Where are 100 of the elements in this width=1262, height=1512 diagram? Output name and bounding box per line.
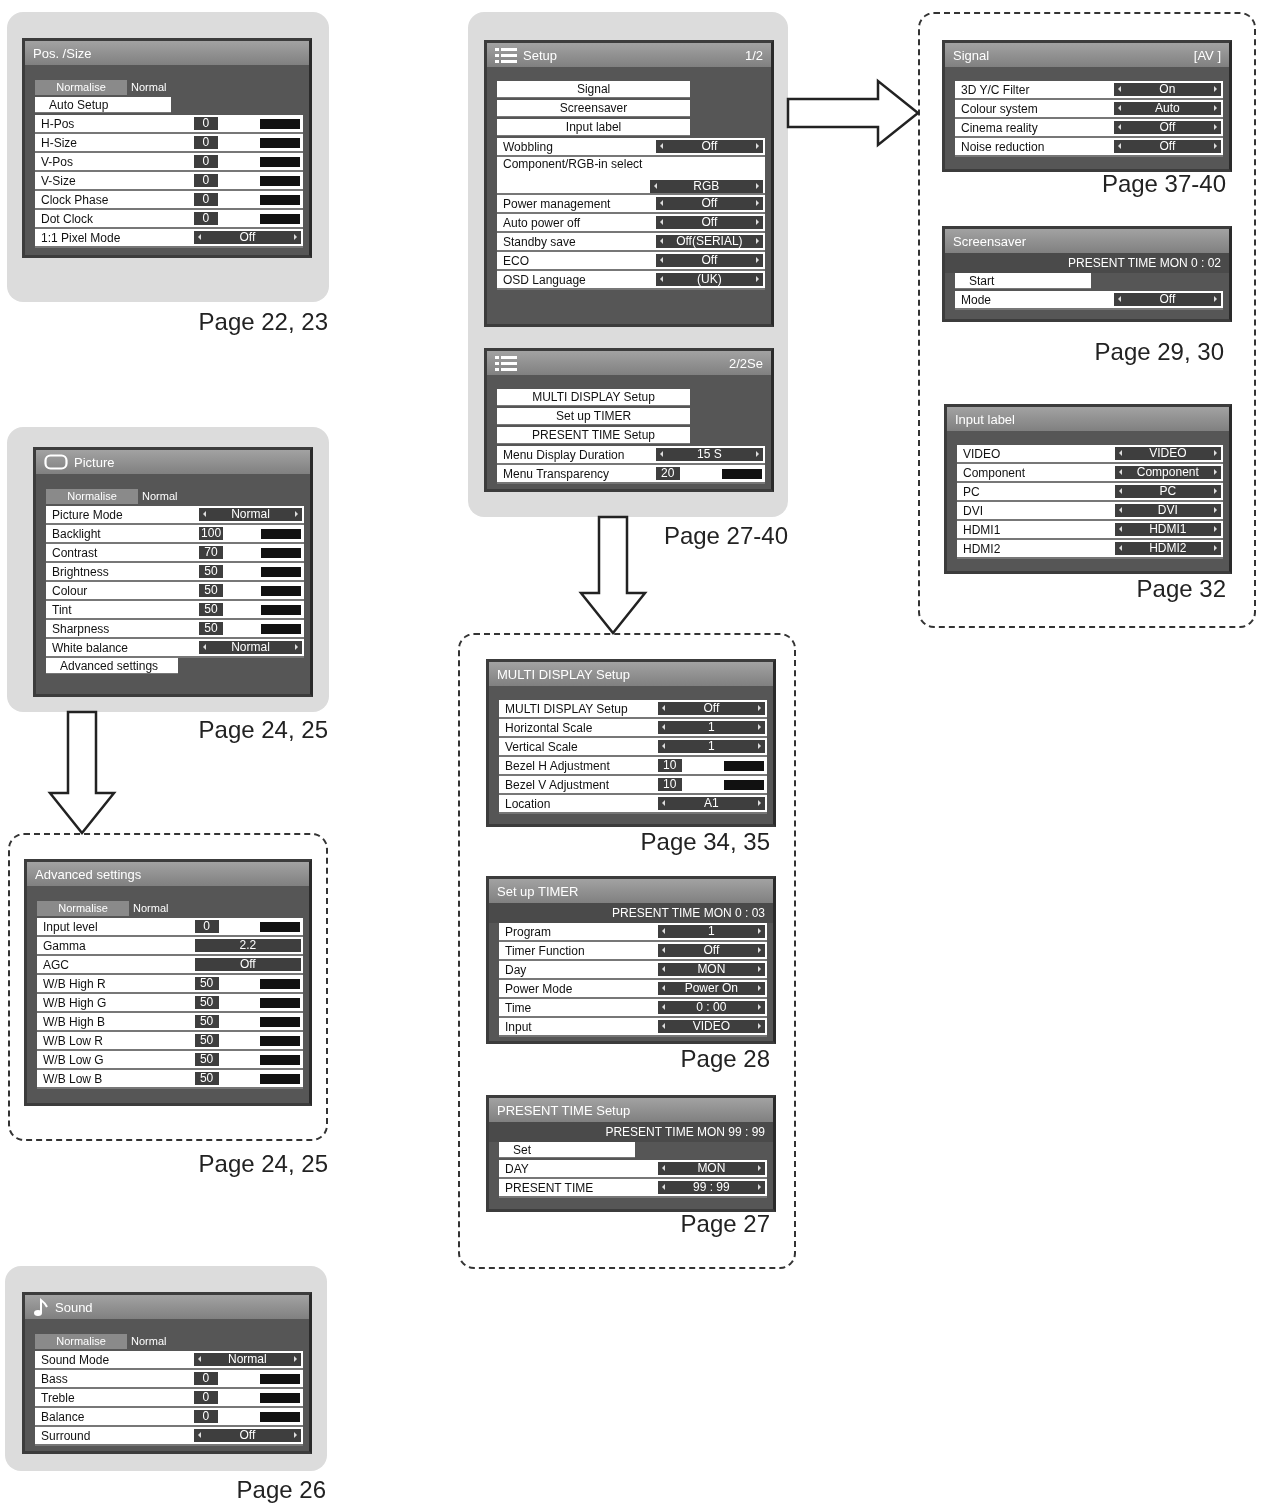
menu-item-label: W/B High R	[42, 976, 107, 991]
slider-value: 0	[194, 920, 219, 933]
menu-item-label: Location	[504, 796, 552, 811]
slider-value: 50	[199, 565, 224, 578]
menu-item-label: Menu Transparency	[502, 466, 611, 481]
slider-value: 50	[194, 1053, 219, 1066]
menu-item-label: 3D Y/C Filter	[960, 82, 1031, 97]
slider-value: 10	[657, 778, 682, 791]
menu-button: Advanced settings	[46, 658, 178, 674]
block-arrow	[47, 710, 117, 835]
slider-value: 50	[194, 1034, 219, 1047]
option-selector: Off	[655, 140, 763, 153]
option-selector: PC	[1114, 485, 1221, 498]
menu-screen	[944, 404, 1232, 574]
menu-item-label: H-Size	[40, 135, 78, 150]
option-selector: Off(SERIAL)	[655, 235, 763, 248]
menu-title: Setup	[523, 47, 557, 63]
menu-title: Set up TIMER	[497, 883, 579, 899]
menu-item-label: Brightness	[51, 564, 110, 579]
menu-item-label: Contrast	[51, 545, 99, 560]
menu-title: MULTI DISPLAY Setup	[497, 666, 630, 682]
slider-value: 50	[199, 584, 224, 597]
menu-item-label: Backlight	[51, 526, 102, 541]
option-selector: Off	[193, 1429, 301, 1442]
option-selector: VIDEO	[1114, 447, 1221, 460]
menu-title: Pos. /Size	[33, 45, 92, 61]
menu-title: Signal	[953, 47, 990, 63]
status-text: Normal	[133, 902, 169, 914]
slider-value: 50	[194, 1015, 219, 1028]
option-selector: 99 : 99	[657, 1181, 765, 1194]
page-indicator: 2/2Se	[729, 355, 763, 371]
menu-item-label: Day	[504, 962, 528, 977]
menu-screen	[942, 40, 1232, 172]
slider-value: 0	[193, 117, 218, 130]
menu-item-label: Standby save	[502, 234, 577, 249]
dashed-group-frame	[8, 833, 328, 1141]
value-field: Off	[194, 958, 301, 971]
menu-title: Screensaver	[953, 233, 1026, 249]
option-selector: VIDEO	[657, 1020, 765, 1033]
menu-title: Sound	[55, 1299, 93, 1315]
option-selector: 0 : 00	[657, 1001, 765, 1014]
menu-item-label: Power management	[502, 196, 612, 211]
menu-item-label: Cinema reality	[960, 120, 1039, 135]
menu-button: MULTI DISPLAY Setup	[497, 389, 691, 406]
page-indicator: 1/2	[744, 47, 763, 63]
option-selector: Off	[193, 231, 301, 244]
menu-screen	[486, 1095, 776, 1212]
menu-item-label: ECO	[502, 253, 530, 268]
page-reference: Page 34, 35	[640, 828, 770, 856]
page-reference: Page 27-40	[663, 522, 788, 550]
dashed-group-frame	[458, 633, 796, 1269]
menu-item-label: Gamma	[42, 938, 87, 953]
page-reference: Page 24, 25	[198, 1150, 328, 1178]
menu-button: Input label	[497, 119, 691, 136]
option-selector: MON	[657, 963, 765, 976]
page-indicator: [AV ]	[1193, 47, 1221, 63]
menu-button: Set	[499, 1142, 636, 1158]
menu-button: Auto Setup	[35, 97, 172, 113]
page-reference: Page 28	[680, 1045, 770, 1073]
menu-item-label: Clock Phase	[40, 192, 110, 207]
slider-value: 50	[199, 603, 224, 616]
option-selector: 1	[657, 721, 765, 734]
present-time-text: PRESENT TIME MON 99 : 99	[489, 1122, 773, 1142]
menu-item-label: H-Pos	[40, 116, 76, 131]
slider-value: 0	[193, 136, 218, 149]
option-selector: Normal	[199, 508, 302, 521]
present-time-text: PRESENT TIME MON 0 : 02	[945, 253, 1229, 273]
menu-item-label: Bezel V Adjustment	[504, 777, 611, 792]
menu-screen	[484, 348, 774, 492]
option-selector: On	[1113, 83, 1221, 96]
slider-value: 0	[193, 155, 218, 168]
slider-value: 50	[194, 996, 219, 1009]
menu-item-label: Surround	[40, 1428, 92, 1443]
menu-screen	[942, 226, 1232, 322]
normalise-button: Normalise	[46, 488, 138, 504]
menu-item-label: VIDEO	[962, 446, 1002, 461]
menu-title: Picture	[74, 454, 115, 470]
present-time-text: PRESENT TIME MON 0 : 03	[489, 903, 773, 923]
menu-screen	[484, 40, 774, 327]
page-reference: Page 27	[680, 1210, 770, 1238]
option-selector: 15 S	[655, 448, 763, 461]
menu-item-label: Colour	[51, 583, 89, 598]
slider-value: 50	[194, 977, 219, 990]
menu-item-label: DAY	[504, 1161, 530, 1176]
menu-item-label: Dot Clock	[40, 211, 94, 226]
menu-screen	[22, 38, 312, 258]
menu-item-label: White balance	[51, 640, 130, 655]
page-reference: Page 26	[236, 1476, 326, 1504]
menu-screen	[22, 1292, 312, 1454]
block-arrow	[786, 78, 920, 148]
menu-button: PRESENT TIME Setup	[497, 427, 691, 444]
menu-item-label: HDMI1	[962, 522, 1002, 537]
option-selector: 1	[657, 740, 765, 753]
option-selector: Component	[1114, 466, 1221, 479]
page-reference: Page 22, 23	[198, 308, 328, 336]
menu-item-label: MULTI DISPLAY Setup	[504, 701, 629, 716]
menu-title: PRESENT TIME Setup	[497, 1102, 631, 1118]
option-selector: Off	[655, 197, 763, 210]
normalise-button: Normalise	[35, 1333, 127, 1349]
option-selector: Off	[1113, 293, 1221, 306]
